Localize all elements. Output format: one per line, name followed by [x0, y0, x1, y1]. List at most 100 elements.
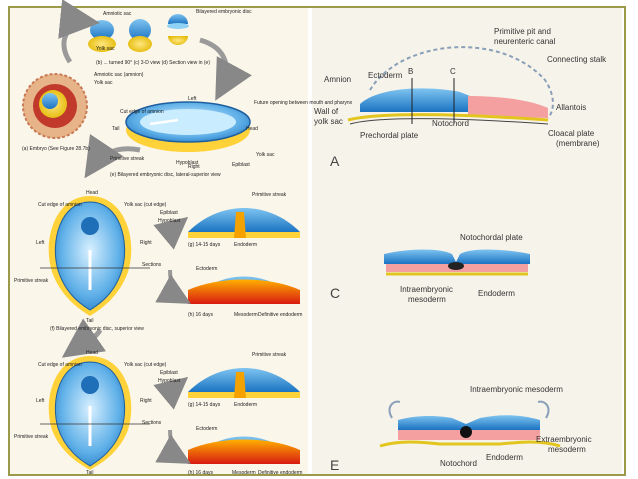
label-panel-a: A — [330, 153, 340, 169]
label-sections-2: Sections — [142, 420, 162, 426]
label-notochord-e: Notochord — [440, 459, 477, 468]
label-yolk-sac-small: Yolk sac — [94, 80, 113, 86]
label-panel-e: E — [330, 457, 339, 473]
disc-superior-view-f — [40, 196, 150, 316]
label-14-15-days-1: (g) 14-15 days — [188, 242, 221, 248]
label-head-top: Head — [246, 126, 258, 132]
label-future-opening: Future opening between mouth and pharynx — [254, 100, 353, 106]
label-yolk-sac-cut-edge-1: Yolk sac (cut edge) — [124, 202, 167, 208]
label-definitive-endoderm-xs4: Definitive endoderm — [258, 470, 302, 476]
label-primitive-pit: Primitive pit and — [494, 27, 551, 36]
label-turned-90: (b) ... turned 90° (c) 3-D view (d) Sect… — [96, 60, 210, 66]
label-cloacal-plate: Cloacal plate — [548, 129, 595, 138]
embryo-figure — [22, 73, 88, 139]
arrow-curve — [84, 133, 141, 179]
label-mesoderm-xs4: Mesoderm — [232, 470, 256, 476]
arrow-curve — [61, 318, 107, 358]
label-endoderm-xs1: Endoderm — [234, 242, 257, 248]
label-endoderm-c: Endoderm — [478, 289, 515, 298]
panel-c-diagram — [384, 249, 530, 276]
label-c: C — [450, 67, 456, 76]
ectoderm-layer — [360, 88, 470, 112]
label-cut-edge-amnion: Cut edge of amnion — [120, 109, 164, 115]
label-right-1: Right — [140, 240, 152, 246]
label-yolk-sac-mid: Yolk sac — [256, 152, 275, 158]
label-mesoderm-c: mesoderm — [408, 295, 446, 304]
label-left-top: Left — [188, 96, 197, 102]
cross-section-14-15-days-2 — [188, 368, 300, 398]
disc-superior-view-f-repeat — [40, 356, 150, 470]
label-primitive-streak-xs3: Primitive streak — [252, 352, 287, 358]
label-ectoderm: Ectoderm — [368, 71, 403, 80]
label-bilayered-lateral: (e) Bilayered embryonic disc, lateral-su… — [110, 172, 221, 178]
label-notochord: Notochord — [432, 119, 469, 128]
cross-section-16-days-2 — [188, 436, 300, 464]
cross-section-16-days-1 — [188, 276, 300, 304]
label-tail-top: Tail — [112, 126, 120, 132]
yolk-sac-wall — [347, 113, 549, 122]
label-intraembryonic-c: Intraembryonic — [400, 285, 453, 294]
label-mesoderm-xs2: Mesoderm — [234, 312, 258, 318]
label-mesoderm-e: mesoderm — [548, 445, 586, 454]
label-tail-2: Tail — [86, 470, 94, 476]
label-connecting-stalk: Connecting stalk — [547, 55, 607, 64]
label-panel-c: C — [330, 285, 340, 301]
label-16-days-1: (h) 16 days — [188, 312, 214, 318]
figure-d-section-view — [167, 14, 189, 45]
label-cut-edge-amnion-2: Cut edge of amnion — [38, 362, 82, 368]
label-bilayered-disc: Bilayered embryonic disc — [196, 9, 252, 15]
label-primitive-streak-xs1: Primitive streak — [252, 192, 287, 198]
panel-e-diagram — [379, 400, 561, 448]
label-membrane: (membrane) — [556, 139, 600, 148]
label-primitive-streak-2: Primitive streak — [14, 434, 49, 440]
label-primitive-streak-1: Primitive streak — [14, 278, 49, 284]
right-panel — [312, 8, 622, 474]
figure-c-3d-view — [128, 19, 152, 52]
label-prechordal-plate: Prechordal plate — [360, 131, 419, 140]
label-ectoderm-xs4: Ectoderm — [196, 426, 217, 432]
label-ectoderm-xs2: Ectoderm — [196, 266, 217, 272]
label-amniotic-sac-amnion: Amniotic sac (amnion) — [94, 72, 144, 78]
label-right-2: Right — [140, 398, 152, 404]
cross-section-14-15-days-1 — [188, 208, 300, 238]
label-epiblast-xs1: Epiblast — [160, 210, 178, 216]
bilayered-disc-lateral — [125, 101, 251, 152]
arrow-curve — [153, 216, 189, 250]
mesoderm-layer — [468, 96, 548, 118]
label-cut-edge-amnion-1: Cut edge of amnion — [38, 202, 82, 208]
arrow-curve — [199, 37, 252, 101]
yolk-sac-shape — [88, 36, 116, 52]
label-notochordal-plate: Notochordal plate — [460, 233, 523, 242]
label-definitive-endoderm-xs2: Definitive endoderm — [258, 312, 302, 318]
label-wall-of: Wall of — [314, 107, 339, 116]
label-left-2: Left — [36, 398, 45, 404]
label-superior-view-1: (f) Bilayered embryonic disc, superior v… — [50, 326, 144, 332]
label-16-days-2: (h) 16 days — [188, 470, 214, 476]
label-head-1: Head — [86, 190, 98, 196]
label-hypoblast-top: Hypoblast — [176, 160, 199, 166]
arrow-curve — [58, 0, 100, 64]
arrow-curve — [155, 269, 191, 304]
arrow-curve — [153, 376, 189, 410]
label-14-15-days-2: (g) 14-15 days — [188, 402, 221, 408]
label-epiblast-top: Epiblast — [232, 162, 250, 168]
label-tail-1: Tail — [86, 318, 94, 324]
label-allantois: Allantois — [556, 103, 586, 112]
label-head-2: Head — [86, 350, 98, 356]
label-hypoblast-xs1: Hypoblast — [158, 218, 181, 224]
label-amniotic-sac: Amniotic sac — [103, 11, 132, 17]
label-yolk-sac: yolk sac — [314, 117, 343, 126]
label-endoderm-e: Endoderm — [486, 453, 523, 462]
label-right-top: Right — [188, 164, 200, 170]
arrow-curve — [155, 429, 191, 464]
label-yolk-sac-cut-edge-2: Yolk sac (cut edge) — [124, 362, 167, 368]
panel-a-diagram — [347, 46, 554, 125]
slide-frame — [8, 6, 626, 476]
label-b: B — [408, 67, 413, 76]
label-intraembryonic-mesoderm-e: Intraembryonic mesoderm — [470, 385, 563, 394]
label-amnion: Amnion — [324, 75, 351, 84]
label-left-1: Left — [36, 240, 45, 246]
label-yolk-sac: Yolk sac — [96, 46, 115, 52]
